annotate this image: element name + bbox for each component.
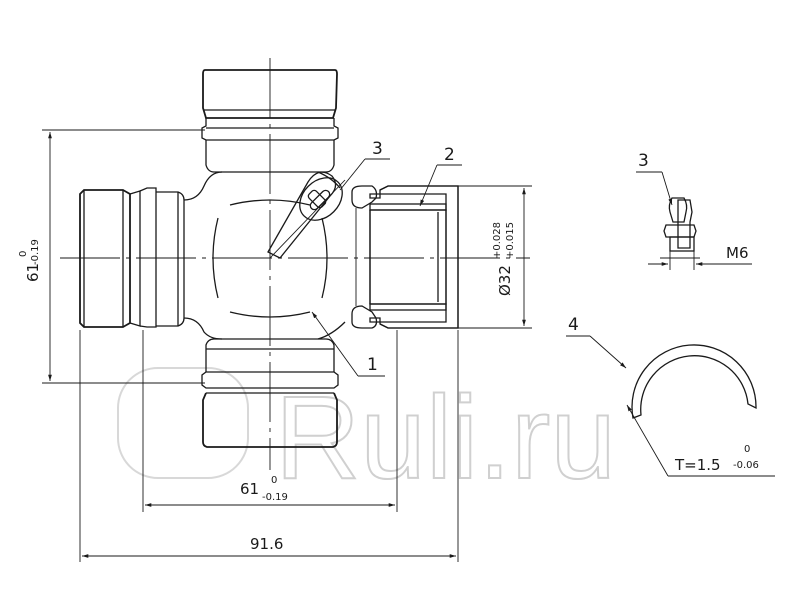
ring-thickness-lower-tol: -0.06 [733, 460, 759, 471]
callout-3-detail-label: 3 [638, 151, 649, 171]
trunnion-bottom [201, 338, 339, 448]
dim-vertical-61: 61 0 -0.19 [18, 129, 205, 384]
dim-horizontal-upper-tol: 0 [271, 475, 277, 486]
thread-size-label: M6 [726, 244, 749, 262]
callout-2-label: 2 [444, 145, 455, 165]
callout-3-main-label: 3 [372, 139, 383, 159]
dim-cup-diameter-nominal: Ø32 [496, 265, 514, 296]
dim-overall-length: 91.6 [250, 535, 283, 553]
watermark: Ruli.ru [117, 367, 617, 505]
callout-1: 1 [311, 311, 385, 377]
ring-thickness-nominal: T=1.5 [674, 456, 721, 474]
dim-vertical-nominal: 61 [24, 263, 42, 282]
trunnion-top [201, 69, 339, 173]
dim-horizontal-nominal: 61 [240, 480, 259, 498]
callout-4-label: 4 [568, 315, 579, 335]
dim-cup-lower-tol: +0.015 [505, 222, 516, 259]
bearing-cup-section [351, 185, 459, 329]
callout-3-main: 3 [339, 139, 390, 191]
dim-horizontal-lower-tol: -0.19 [262, 492, 288, 503]
dim-overall-91-6: 91.6 [79, 330, 459, 562]
trunnion-left [79, 187, 185, 328]
center-lines [60, 58, 700, 470]
snap-ring-detail: 4 T=1.5 0 -0.06 [566, 315, 775, 477]
dim-horizontal-61: 61 0 -0.19 [142, 330, 398, 512]
dim-cup-upper-tol: +0.028 [492, 222, 503, 259]
callout-2: 2 [419, 145, 462, 207]
callout-1-label: 1 [367, 355, 378, 375]
dim-cup-diameter: Ø32 +0.028 +0.015 [458, 185, 532, 329]
spider-body [183, 171, 346, 340]
dim-vertical-upper-tol: 0 [18, 251, 29, 257]
dim-vertical-lower-tol: -0.19 [30, 239, 41, 265]
watermark-text: Ruli.ru [275, 372, 616, 504]
ring-thickness-upper-tol: 0 [744, 444, 750, 455]
grease-fitting-detail: 3 M6 [636, 151, 752, 270]
